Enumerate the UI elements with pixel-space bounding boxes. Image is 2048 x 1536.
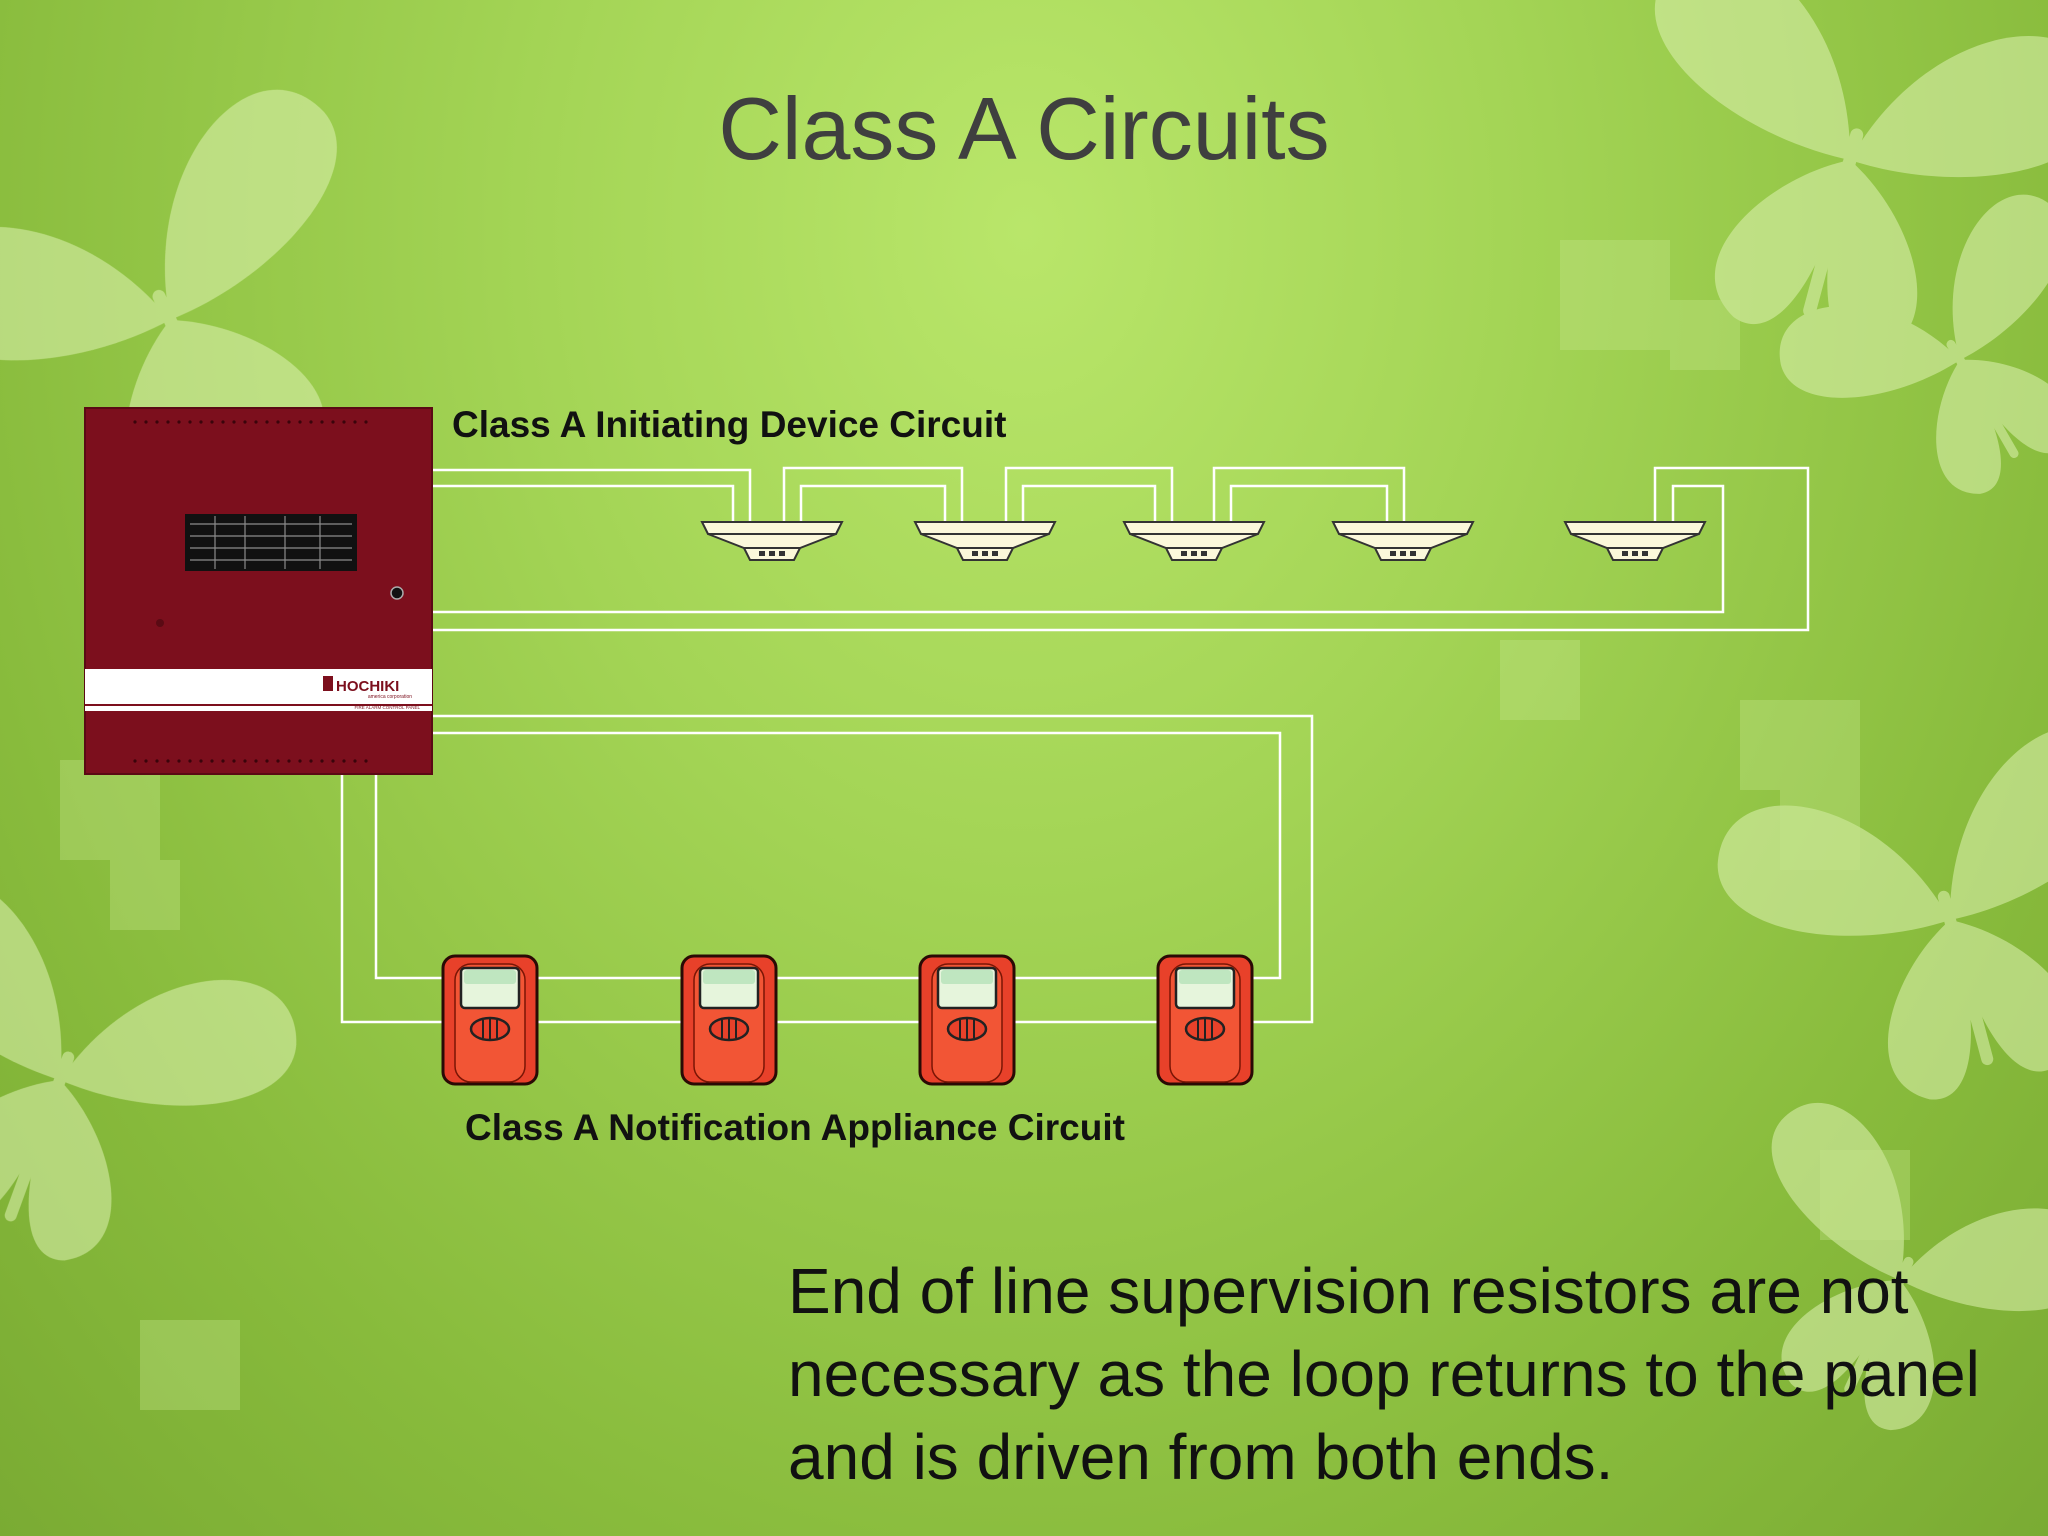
panel-vent-dot <box>353 420 357 424</box>
hochiki-logo-icon <box>323 676 333 691</box>
panel-vent-dot <box>309 420 313 424</box>
horn-strobe-icon <box>680 954 778 1086</box>
panel-vent-dot <box>210 759 214 763</box>
panel-display <box>185 514 357 571</box>
panel-vent-dot <box>276 759 280 763</box>
panel-vent-dot <box>331 759 335 763</box>
panel-vent-dot <box>133 759 137 763</box>
panel-vent-dot <box>287 759 291 763</box>
horn-strobe-icon <box>1156 954 1254 1086</box>
panel-vent-dot <box>265 759 269 763</box>
panel-vent-dot <box>155 420 159 424</box>
panel-vent-dot <box>265 420 269 424</box>
panel-brand-sub: america corporation <box>368 694 412 700</box>
panel-vent-dot <box>276 420 280 424</box>
panel-vent-dot <box>210 420 214 424</box>
panel-vent-dot <box>188 759 192 763</box>
panel-vent-dot <box>342 759 346 763</box>
panel-vent-dot <box>342 420 346 424</box>
panel-vent-dot <box>364 420 368 424</box>
smoke-detector-icon <box>1123 521 1265 561</box>
panel-vent-dot <box>166 420 170 424</box>
nac-wiring <box>340 714 1314 1024</box>
panel-caption: FIRE ALARM CONTROL PANEL <box>354 705 420 710</box>
panel-vent-dot <box>298 759 302 763</box>
key-lock-icon <box>390 586 404 600</box>
panel-vent-dot <box>177 420 181 424</box>
panel-vent-dot <box>287 420 291 424</box>
horn-strobe-icon <box>441 954 539 1086</box>
idc-label: Class A Initiating Device Circuit <box>452 404 1007 445</box>
panel-brand: HOCHIKI <box>336 678 399 695</box>
panel-vent-dot <box>320 759 324 763</box>
panel-vent-dot <box>298 420 302 424</box>
panel-vent-dot <box>199 759 203 763</box>
panel-vent-dot <box>232 759 236 763</box>
slide-title: Class A Circuits <box>718 79 1330 178</box>
panel-vent-dot <box>199 420 203 424</box>
panel-vent-dot <box>166 759 170 763</box>
panel-vent-dot <box>133 420 137 424</box>
panel-vent-dot <box>144 759 148 763</box>
panel-vent-dot <box>320 420 324 424</box>
panel-vent-dot <box>353 759 357 763</box>
horn-strobe-group <box>441 954 1254 1086</box>
smoke-detector-group <box>701 521 1706 561</box>
panel-vent-dot <box>243 759 247 763</box>
panel-vent-dot <box>364 759 368 763</box>
panel-vent-dot <box>155 759 159 763</box>
smoke-detector-icon <box>1564 521 1706 561</box>
nac-label: Class A Notification Appliance Circuit <box>465 1107 1125 1148</box>
slide-body-text: End of line supervision resistors are no… <box>788 1255 1980 1493</box>
smoke-detector-icon <box>1332 521 1474 561</box>
smoke-detector-icon <box>914 521 1056 561</box>
horn-strobe-icon <box>918 954 1016 1086</box>
panel-vent-dot <box>188 420 192 424</box>
panel-vent-dot <box>177 759 181 763</box>
panel-vent-dot <box>221 420 225 424</box>
panel-vent-dot <box>221 759 225 763</box>
smoke-detector-icon <box>701 521 843 561</box>
fire-alarm-control-panel: HOCHIKI america corporation FIRE ALARM C… <box>84 407 433 775</box>
idc-wiring <box>430 466 1810 632</box>
panel-vent-dot <box>254 420 258 424</box>
panel-vent-dot <box>243 420 247 424</box>
panel-vent-dot <box>254 759 258 763</box>
panel-vent-dot <box>331 420 335 424</box>
panel-vent-dot <box>232 420 236 424</box>
panel-vent-dot <box>309 759 313 763</box>
panel-vent-dot <box>144 420 148 424</box>
